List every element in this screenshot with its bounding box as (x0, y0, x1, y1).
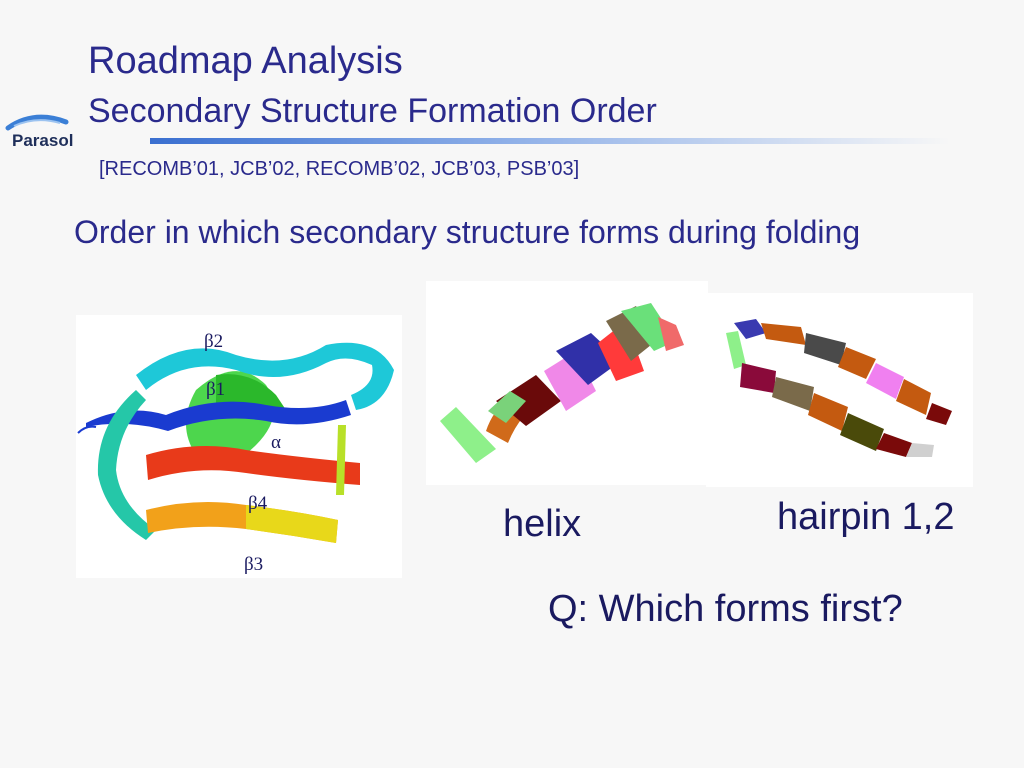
label-alpha: α (271, 432, 281, 453)
parasol-logo-icon: Parasol (4, 112, 78, 152)
logo-text: Parasol (12, 131, 73, 150)
protein-structure-image: β2 β1 α β4 β3 (76, 315, 402, 578)
references-line: [RECOMB’01, JCB’02, RECOMB’02, JCB’03, P… (99, 158, 580, 180)
caption-helix: helix (503, 503, 582, 545)
slide-subtitle: Secondary Structure Formation Order (88, 92, 657, 130)
bullet-text: Order in which secondary structure forms… (74, 214, 861, 250)
label-beta2: β2 (204, 331, 223, 352)
label-beta4: β4 (248, 493, 268, 514)
hairpin-image (706, 293, 973, 487)
question-text: Q: Which forms first? (548, 588, 903, 630)
title-underline (150, 138, 950, 144)
caption-hairpin: hairpin 1,2 (777, 496, 955, 538)
helix-image (426, 281, 708, 485)
slide-title: Roadmap Analysis (88, 40, 403, 82)
label-beta1: β1 (206, 379, 225, 400)
label-beta3: β3 (244, 554, 263, 575)
